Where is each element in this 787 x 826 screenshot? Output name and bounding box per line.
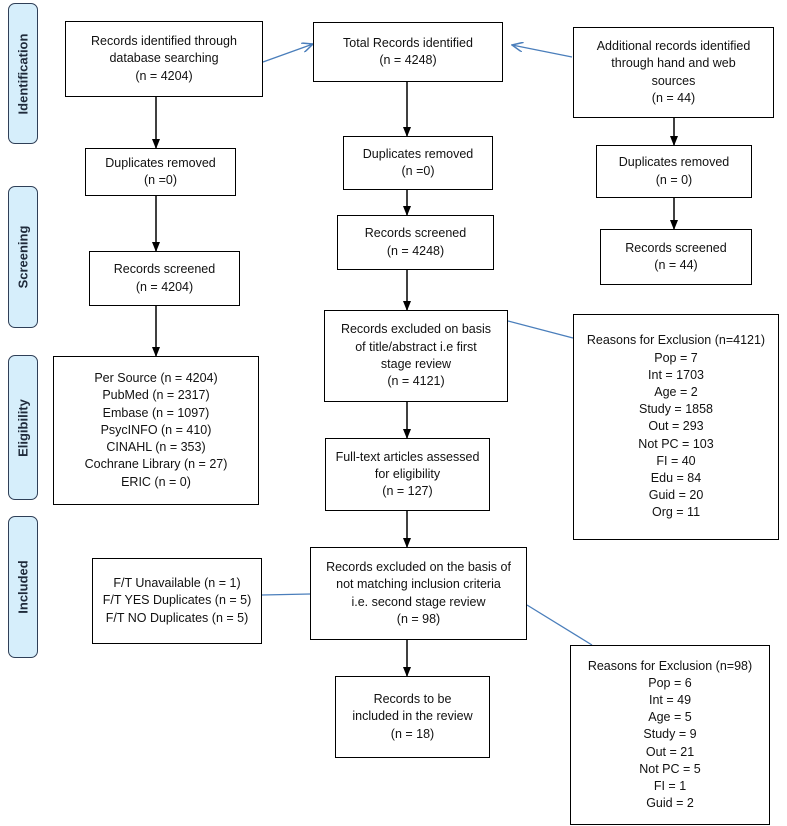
- connector-fulltext-issues-excluded-second: [261, 593, 311, 596]
- box-duplicates-removed-total: Duplicates removed (n =0): [343, 136, 493, 190]
- box-records-screened-total: Records screened (n = 4248): [337, 215, 494, 270]
- connector-excluded-second-reasons: [526, 604, 593, 646]
- box-records-screened-database: Records screened (n = 4204): [89, 251, 240, 306]
- box-additional-records: Additional records identified through ha…: [573, 27, 774, 118]
- box-total-records: Total Records identified (n = 4248): [313, 22, 503, 82]
- box-records-screened-additional: Records screened (n = 44): [600, 229, 752, 285]
- box-records-included: Records to be included in the review (n …: [335, 676, 490, 758]
- stage-screening: Screening: [8, 186, 38, 328]
- box-reasons-exclusion-second: Reasons for Exclusion (n=98) Pop = 6 Int…: [570, 645, 770, 825]
- arrow-additional-to-total: [512, 45, 573, 58]
- box-excluded-second-stage: Records excluded on the basis of not mat…: [310, 547, 527, 640]
- stage-eligibility: Eligibility: [8, 355, 38, 500]
- box-fulltext-assessed: Full-text articles assessed for eligibil…: [325, 438, 490, 511]
- box-duplicates-removed-additional: Duplicates removed (n = 0): [596, 145, 752, 198]
- stage-included: Included: [8, 516, 38, 658]
- box-excluded-first-stage: Records excluded on basis of title/abstr…: [324, 310, 508, 402]
- connector-excluded-first-reasons: [507, 320, 574, 339]
- arrow-db-to-total: [262, 44, 313, 63]
- box-records-database: Records identified through database sear…: [65, 21, 263, 97]
- stage-identification: Identification: [8, 3, 38, 144]
- box-duplicates-removed-database: Duplicates removed (n =0): [85, 148, 236, 196]
- box-per-source: Per Source (n = 4204) PubMed (n = 2317) …: [53, 356, 259, 505]
- box-fulltext-issues: F/T Unavailable (n = 1) F/T YES Duplicat…: [92, 558, 262, 644]
- box-reasons-exclusion-first: Reasons for Exclusion (n=4121) Pop = 7 I…: [573, 314, 779, 540]
